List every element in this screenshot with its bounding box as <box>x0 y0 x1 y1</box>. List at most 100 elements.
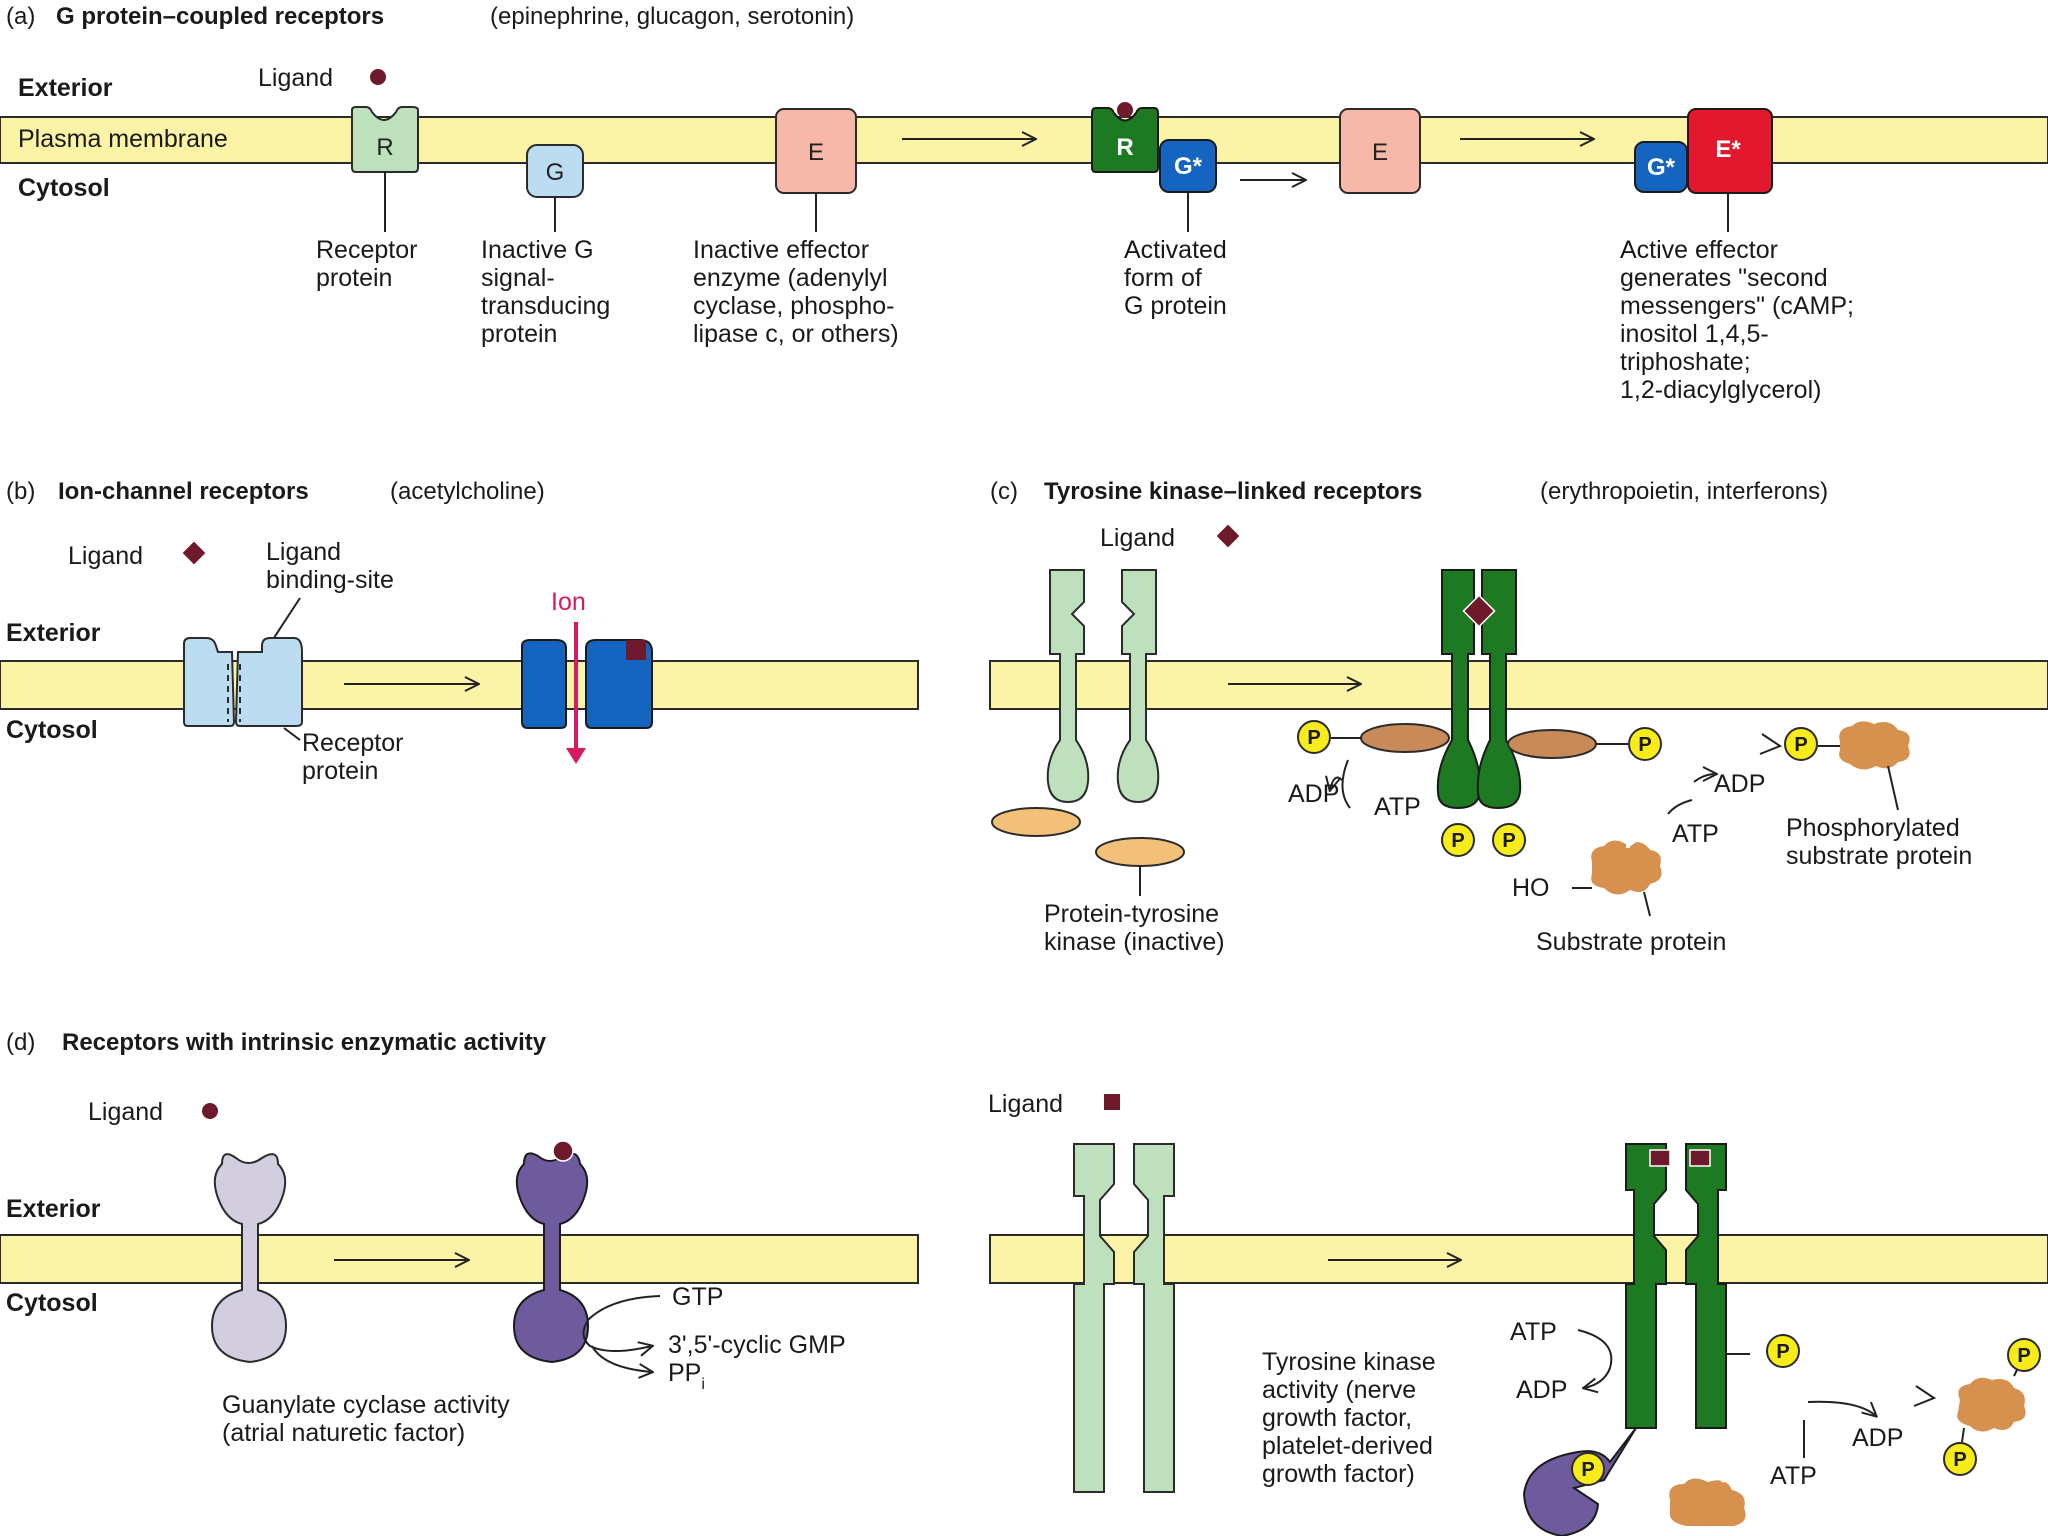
panel-d-cytosol-label: Cytosol <box>6 1289 98 1317</box>
bound-ligand-icon <box>1117 102 1133 118</box>
panel-a-exterior-label: Exterior <box>18 74 113 102</box>
substrate-transfer-arrow-inner <box>1626 739 1769 849</box>
panel-b-cytosol-label: Cytosol <box>6 716 98 744</box>
panel-b-tag: (b) <box>6 478 35 505</box>
panel-c-membrane <box>989 660 2048 710</box>
ion-channel-closed-right <box>234 637 303 727</box>
receptor-r <box>351 106 419 173</box>
ho-label: HO <box>1512 874 1550 902</box>
panel-c-bound-ligand <box>1462 594 1496 628</box>
active-effector-e <box>1687 108 1773 194</box>
panel-d-atp-label: ATP <box>1510 1318 1557 1346</box>
gtp-to-cgmp-arrow <box>582 1295 661 1351</box>
panel-a-cytosol-label: Cytosol <box>18 174 110 202</box>
panel-b: (b) Ion-channel receptors (acetylcholine… <box>0 478 919 785</box>
panel-c-subtitle: (erythropoietin, interferons) <box>1540 478 1828 505</box>
panel-d-adp2-arrow <box>1807 1400 1876 1416</box>
tk-activity-label: Tyrosine kinase activity (nerve growth f… <box>1262 1348 1443 1488</box>
panel-d-substrate <box>1669 1478 1746 1526</box>
panel-b-title: Ion-channel receptors <box>58 478 309 505</box>
phosphate-substrate-label: P <box>1794 734 1807 756</box>
effector-e-second <box>1339 108 1421 194</box>
rtk-inactive-left <box>1073 1143 1115 1493</box>
rtk-phosphate <box>1766 1334 1800 1368</box>
panel-d-atp2-label: ATP <box>1770 1462 1817 1490</box>
gtp-to-ppi-arrow <box>591 1345 652 1372</box>
autophos-arrow-d <box>1577 1329 1613 1388</box>
panel-a: (a) G protein–coupled receptors (epineph… <box>0 3 2048 404</box>
panel-a-subtitle: (epinephrine, glucagon, serotonin) <box>490 3 854 30</box>
panel-d-ligand-right-label: Ligand <box>988 1090 1063 1118</box>
active-receptor-letter: R <box>1116 134 1133 161</box>
tk-receptor-inactive-left <box>1046 569 1090 804</box>
panel-d-ligand-left-icon <box>202 1103 218 1119</box>
panel-b-bound-ligand <box>626 640 646 660</box>
receptor-b-leader <box>283 727 301 741</box>
panel-a-ligand-icon <box>370 69 386 85</box>
adaptor-phosphate-label: P <box>1581 1459 1594 1481</box>
guanylate-cyclase-inactive <box>210 1153 288 1364</box>
phosphate-receptor-right-label: P <box>1502 830 1515 852</box>
ion-channel-closed-left <box>183 637 236 727</box>
panel-b-ligand-label: Ligand <box>68 542 143 570</box>
panel-d-tag: (d) <box>6 1029 35 1056</box>
g-protein-label: Inactive G signal- transducing protein <box>481 236 617 348</box>
phosphate-kinase-right-label: P <box>1638 734 1651 756</box>
ion-channel-open-right <box>585 639 653 729</box>
phosphate-kinase-left <box>1297 720 1331 754</box>
panel-a-membrane-label: Plasma membrane <box>18 125 228 153</box>
panel-d-ligand-left-label: Ligand <box>88 1098 163 1126</box>
tk-receptor-active-left <box>1436 569 1482 810</box>
phosphate-kinase-right <box>1628 727 1662 761</box>
g-protein-letter: G <box>546 159 565 186</box>
panel-d-membrane-left <box>0 1234 919 1284</box>
panel-d-ligand-right-icon <box>1104 1094 1120 1110</box>
panel-d-substrate-phosphate-1-label: P <box>2017 1345 2030 1367</box>
panel-d-bound-ligand-left <box>552 1140 574 1162</box>
ppi-label: PPi <box>668 1359 705 1393</box>
panel-b-receptor-label: Receptor protein <box>302 729 410 785</box>
tk-receptor-inactive-right <box>1116 569 1160 804</box>
adaptor-phosphate <box>1571 1452 1605 1486</box>
panel-c-ligand-icon <box>1216 524 1240 548</box>
ion-label: Ion <box>551 588 586 616</box>
effector-label: Inactive effector enzyme (adenylyl cycla… <box>693 236 901 348</box>
panel-c-adp2-label: ADP <box>1714 770 1765 798</box>
ion-flow-arrowhead <box>566 748 586 764</box>
panel-d-phosphorylated-substrate <box>1957 1377 2026 1432</box>
ion-channel-open-left <box>521 639 567 729</box>
panel-d-substrate-phosphate-2-label: P <box>1953 1449 1966 1471</box>
substrate-transfer-head <box>1759 733 1783 755</box>
adp-arrow-c <box>1330 778 1343 790</box>
panel-b-exterior-label: Exterior <box>6 619 101 647</box>
panel-c-atp2-curve <box>1667 799 1693 815</box>
substrate-leader <box>1643 891 1651 917</box>
panel-c-adp2-arrow <box>1693 774 1716 783</box>
panel-c-tag: (c) <box>990 478 1018 505</box>
panel-d-membrane-right <box>989 1234 2048 1284</box>
panel-d-adp2-label: ADP <box>1852 1424 1903 1452</box>
panel-c-atp-label: ATP <box>1374 793 1421 821</box>
panel-d: (d) Receptors with intrinsic enzymatic a… <box>0 1029 2048 1536</box>
kinase-inactive-1 <box>991 807 1081 837</box>
panel-d-exterior-label: Exterior <box>6 1195 101 1223</box>
kinase-bound-left <box>1360 723 1450 753</box>
binding-site-label: Ligand binding-site <box>266 538 394 594</box>
kinase-label: Protein-tyrosine kinase (inactive) <box>1044 900 1226 956</box>
panel-d-substrate-phosphate-2 <box>1943 1442 1977 1476</box>
panel-c: (c) Tyrosine kinase–linked receptors (er… <box>989 478 2048 956</box>
effector-e-second-letter: E <box>1372 139 1388 166</box>
receptor-label: Receptor protein <box>316 236 424 292</box>
substrate-label: Substrate protein <box>1536 928 1726 956</box>
phosphate-substrate <box>1784 727 1818 761</box>
activated-g-letter: G* <box>1174 153 1203 180</box>
gtp-label: GTP <box>672 1283 723 1311</box>
substrate-protein <box>1591 840 1662 895</box>
panel-c-atp2-label: ATP <box>1672 820 1719 848</box>
activated-g-label: Activated form of G protein <box>1124 236 1234 320</box>
panel-a-tag: (a) <box>6 3 35 30</box>
rtk-phosphate-label: P <box>1776 1341 1789 1363</box>
phosphorylated-label: Phosphorylated substrate protein <box>1786 814 1972 870</box>
receptor-r-letter: R <box>376 134 393 161</box>
kinase-bound-right <box>1507 729 1597 759</box>
